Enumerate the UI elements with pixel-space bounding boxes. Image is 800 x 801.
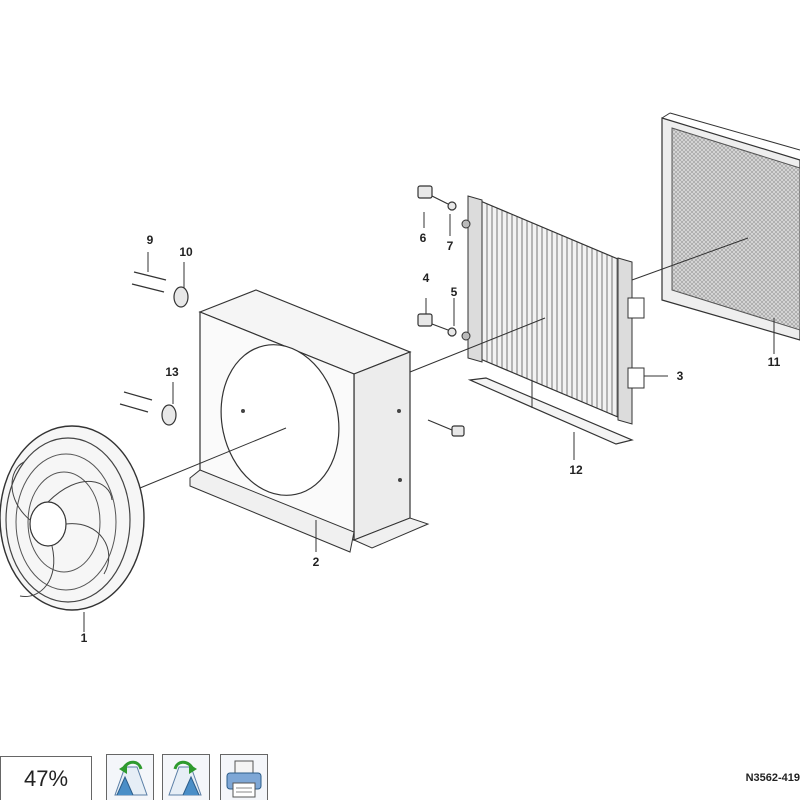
- next-page-button[interactable]: [162, 754, 210, 800]
- callout-11: 11: [768, 355, 781, 369]
- fasteners: [119, 185, 465, 437]
- leader-lines: [83, 212, 775, 632]
- page-previous-icon: [114, 760, 148, 796]
- callout-5: 5: [451, 285, 458, 299]
- callout-2: 2: [313, 555, 320, 569]
- callout-13: 13: [165, 365, 179, 379]
- part-foam-strip: [467, 377, 634, 445]
- drawing-id: N3562-419: [745, 772, 800, 784]
- print-button[interactable]: [220, 754, 268, 800]
- callout-1: 1: [81, 631, 88, 645]
- callout-12: 12: [569, 463, 583, 477]
- callouts: 1 2 3 4 5 6 7 9 10 11 12 13: [81, 231, 781, 645]
- viewer-toolbar: 47%: [0, 752, 280, 800]
- callout-4: 4: [423, 271, 430, 285]
- callout-10: 10: [179, 245, 193, 259]
- zoom-level[interactable]: 47%: [0, 756, 92, 800]
- callout-3: 3: [677, 369, 684, 383]
- part-condenser: [461, 195, 645, 425]
- callout-9: 9: [147, 233, 154, 247]
- part-fan: [0, 425, 145, 611]
- callout-7: 7: [447, 239, 454, 253]
- part-grille: [661, 112, 800, 341]
- part-fan-shroud: [189, 289, 430, 553]
- previous-page-button[interactable]: [106, 754, 154, 800]
- callout-6: 6: [420, 231, 427, 245]
- print-icon: [226, 760, 262, 798]
- page-next-icon: [168, 760, 202, 796]
